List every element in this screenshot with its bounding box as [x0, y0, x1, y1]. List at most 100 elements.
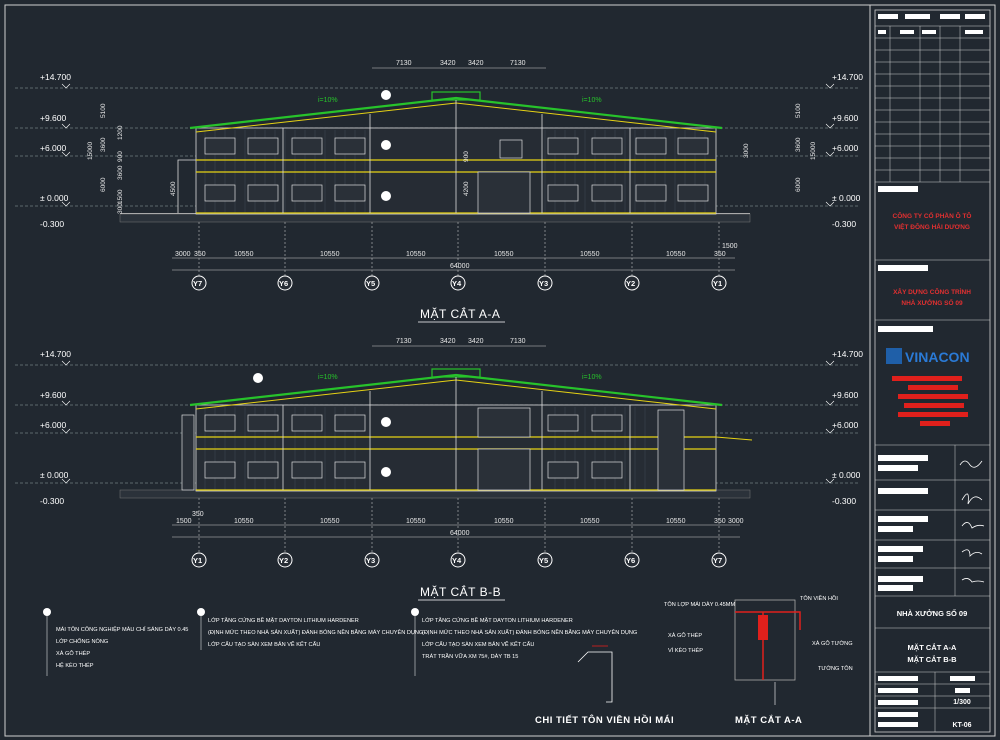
- level-bb-left-1: +14.700: [40, 349, 71, 359]
- building-name: NHÀ XƯỞNG SỐ 09: [897, 608, 968, 618]
- slope-aa-left: i=10%: [318, 97, 338, 104]
- level-bb-right-1: +14.700: [832, 349, 863, 359]
- bot-dim-aa-5: 10550: [406, 251, 426, 258]
- bot-dim-bb-3: 10550: [234, 518, 254, 525]
- detail2-label2: TÔN VIỀN HỒI: [800, 595, 838, 602]
- axis-bb-1: Y1: [193, 556, 202, 565]
- axis-aa-1: Y7: [193, 279, 202, 288]
- vdim-aa-5: 900: [117, 151, 124, 162]
- detail2-label5: VÌ KÈO THÉP: [668, 647, 703, 654]
- vdim-aa-4: 1200: [117, 125, 124, 140]
- bot-dim-bb-5: 10550: [406, 518, 426, 525]
- level-aa-left-1: +14.700: [40, 72, 71, 82]
- level-aa-left-3: +6.000: [40, 143, 67, 153]
- bot-dim-bb-2: 350: [192, 511, 204, 518]
- detail1-title: CHI TIẾT TÔN VIỀN HỒI MÁI: [535, 714, 674, 726]
- vinacon-logo-icon: [886, 348, 902, 364]
- top-dim-bb-1: 7130: [396, 338, 412, 345]
- bot-dim-aa-8: 10550: [666, 251, 686, 258]
- note3-line3: LỚP CẤU TẠO SÀN XEM BẢN VẼ KẾT CẤU: [422, 641, 534, 648]
- axis-aa-7: Y1: [713, 279, 722, 288]
- level-aa-right-5: -0.300: [832, 219, 856, 229]
- axis-bb-3: Y3: [366, 556, 375, 565]
- vdim-aa-r4: 3000: [743, 143, 750, 158]
- top-dim-aa-1: 7130: [396, 60, 412, 67]
- section-bb: +14.700 +9.600 +6.000 ± 0.000 -0.300 +14…: [15, 338, 863, 600]
- detail2-label3: XÀ GỖ THÉP: [668, 632, 702, 639]
- level-aa-left-4: ± 0.000: [40, 193, 69, 203]
- detail2-title: MẶT CẮT A-A: [735, 715, 802, 726]
- section-aa-title: MẶT CẮT A-A: [420, 306, 500, 321]
- axis-bb-6: Y6: [626, 556, 635, 565]
- level-aa-right-3: +6.000: [832, 143, 859, 153]
- notes: MÁI TÔN CÔNG NGHIỆP MÀU CHỈ SÁNG DÀY 0.4…: [43, 608, 637, 676]
- vdim-aa-r6: 4200: [463, 181, 470, 196]
- note1-line4: HỆ KÈO THÉP: [56, 661, 94, 669]
- note3-line4: TRÁT TRẦN VỮA XM 75#, DÀY TB 15: [422, 653, 518, 660]
- top-dim-bb-4: 7130: [510, 338, 526, 345]
- section-bb-title: MẶT CẮT B-B: [420, 584, 501, 599]
- axis-bb-4: Y4: [452, 556, 462, 565]
- detail2-label6: TƯỜNG TÔN: [818, 665, 853, 672]
- bot-dim-aa-9: 350: [714, 251, 726, 258]
- bot-dim-aa-7: 10550: [580, 251, 600, 258]
- level-bb-right-5: -0.300: [832, 496, 856, 506]
- vdim-aa-r3: 15000: [810, 142, 817, 160]
- top-dim-aa-4: 7130: [510, 60, 526, 67]
- total-dim-bb: 64000: [450, 530, 470, 537]
- axis-bb-2: Y2: [279, 556, 288, 565]
- bot-dim-bb-6: 10550: [494, 518, 514, 525]
- company-line2: VIỆT ĐÔNG HẢI DƯƠNG: [894, 222, 970, 231]
- top-dim-bb-3: 3420: [468, 338, 484, 345]
- title-block: CÔNG TY CỔ PHẦN Ô TÔ VIỆT ĐÔNG HẢI DƯƠNG…: [875, 10, 990, 732]
- note1-line3: XÀ GỖ THÉP: [56, 650, 90, 657]
- vdim-aa-10: 4500: [170, 181, 177, 196]
- vdim-aa-6: 3600: [117, 165, 124, 180]
- axis-bb-7: Y7: [713, 556, 722, 565]
- level-aa-left-2: +9.600: [40, 113, 67, 123]
- scale-value: 1/300: [953, 699, 971, 706]
- bot-dim-aa-10: 1500: [722, 243, 738, 250]
- bot-dim-aa-4: 10550: [320, 251, 340, 258]
- bot-dim-bb-7: 10550: [580, 518, 600, 525]
- note3-line1: LỚP TĂNG CỨNG BỀ MẶT DAYTON LITHIUM HARD…: [422, 617, 573, 624]
- axis-aa-5: Y3: [539, 279, 548, 288]
- note2-line1: LỚP TĂNG CỨNG BỀ MẶT DAYTON LITHIUM HARD…: [208, 617, 359, 624]
- level-aa-right-4: ± 0.000: [832, 193, 861, 203]
- axis-bb-5: Y5: [539, 556, 548, 565]
- detail-roof-trim: CHI TIẾT TÔN VIỀN HỒI MÁI: [535, 646, 674, 726]
- detail-section-aa: TÔN LỢP MÁI DÀY 0.45MM TÔN VIỀN HỒI XÀ G…: [664, 595, 853, 726]
- vdim-aa-9: 6000: [100, 177, 107, 192]
- note2-line3: LỚP CẤU TẠO SÀN XEM BẢN VẼ KẾT CẤU: [208, 641, 320, 648]
- bot-dim-bb-9: 350: [714, 518, 726, 525]
- slope-bb-right: i=10%: [582, 374, 602, 381]
- bot-dim-bb-4: 10550: [320, 518, 340, 525]
- axis-aa-6: Y2: [626, 279, 635, 288]
- vdim-aa-7: 1500: [117, 189, 124, 204]
- detail2-label4: XÀ GỖ TƯỜNG: [812, 640, 853, 647]
- section-aa: +14.700 +9.600 +6.000 ± 0.000 -0.300 +14…: [15, 60, 863, 322]
- level-bb-right-4: ± 0.000: [832, 470, 861, 480]
- bot-dim-aa-6: 10550: [494, 251, 514, 258]
- sheet-number: KT-06: [952, 722, 971, 729]
- company-line1: CÔNG TY CỔ PHẦN Ô TÔ: [893, 210, 972, 220]
- note1-line1: MÁI TÔN CÔNG NGHIỆP MÀU CHỈ SÁNG DÀY 0.4…: [56, 625, 188, 633]
- level-aa-right-1: +14.700: [832, 72, 863, 82]
- vdim-aa-r5: 900: [463, 151, 470, 162]
- level-bb-right-2: +9.600: [832, 390, 859, 400]
- level-bb-left-4: ± 0.000: [40, 470, 69, 480]
- vdim-aa-1: 5100: [100, 103, 107, 118]
- bot-dim-aa-1: 3000: [175, 251, 191, 258]
- vdim-aa-r7: 6000: [795, 177, 802, 192]
- level-bb-left-2: +9.600: [40, 390, 67, 400]
- level-aa-right-2: +9.600: [832, 113, 859, 123]
- note3-line2: (ĐỊNH MỨC THEO NHÀ SẢN XUẤT) ĐÁNH BÓNG N…: [422, 628, 637, 636]
- drawing-title-line1: MẶT CẮT A-A: [908, 643, 957, 652]
- slope-bb-left: i=10%: [318, 374, 338, 381]
- axis-aa-2: Y6: [279, 279, 288, 288]
- level-bb-left-5: -0.300: [40, 496, 64, 506]
- signature-marks: [960, 461, 984, 582]
- vdim-aa-r2: 3600: [795, 137, 802, 152]
- top-dim-aa-2: 3420: [440, 60, 456, 67]
